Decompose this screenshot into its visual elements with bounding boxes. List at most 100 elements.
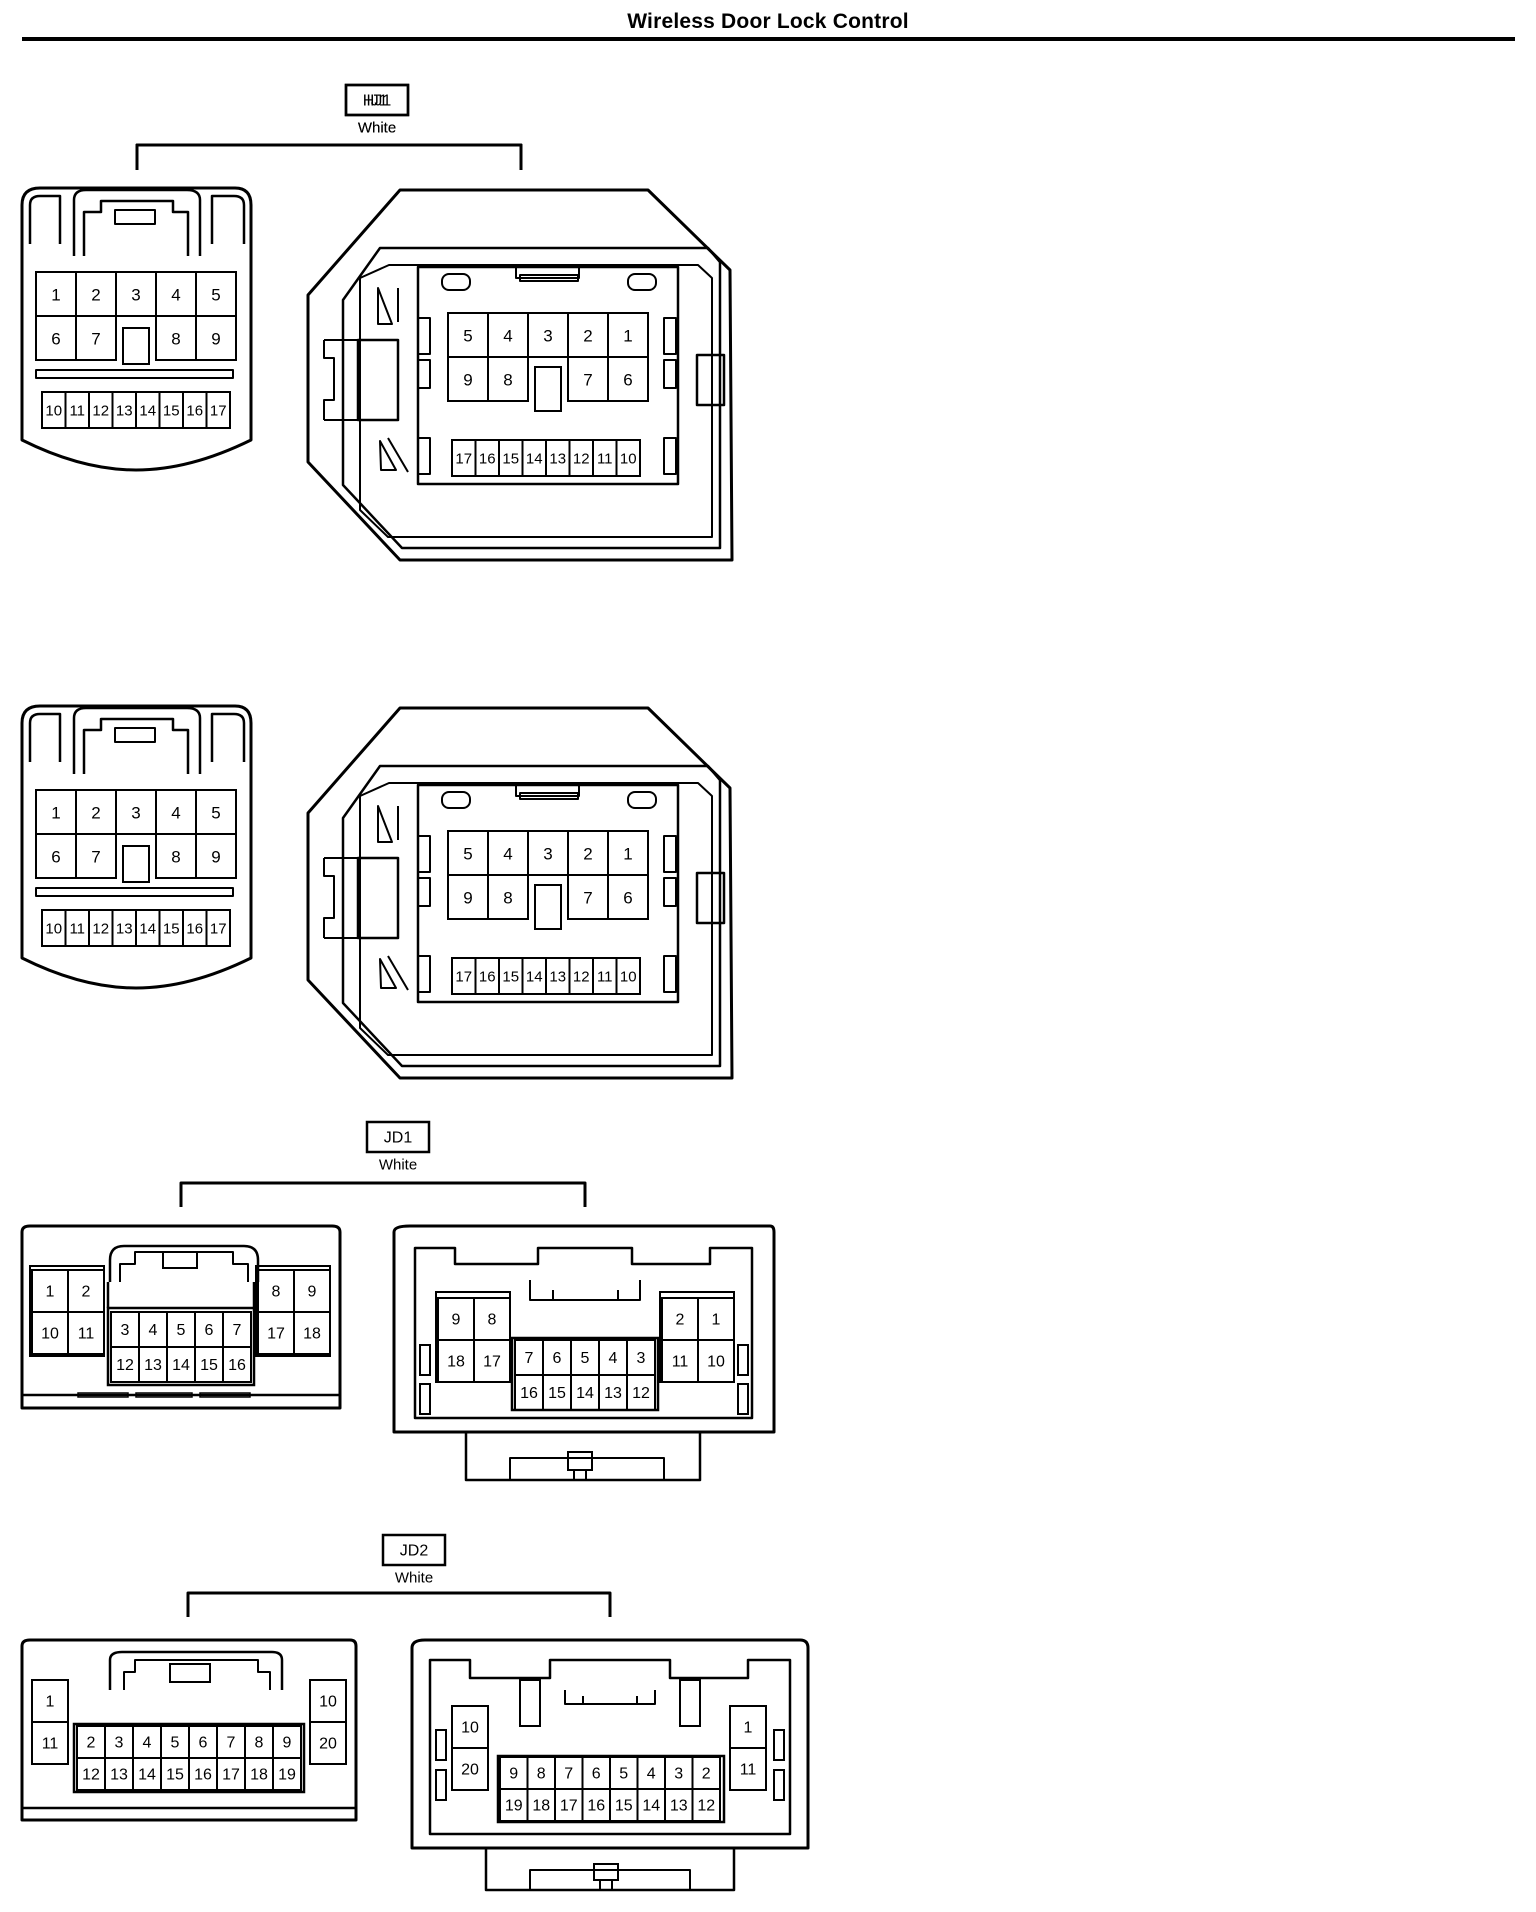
pin-cell: 13 <box>545 439 571 477</box>
pin-number: 13 <box>110 1767 128 1784</box>
connector-bracket <box>135 143 523 170</box>
pin-number: 11 <box>672 1354 689 1371</box>
pin-number: 11 <box>597 451 613 468</box>
pin-cell: 16 <box>182 391 208 429</box>
pin-number: 15 <box>200 1357 218 1374</box>
pin-number: 19 <box>278 1767 296 1784</box>
connector-color: White <box>395 1570 433 1587</box>
pin-cavity-blank <box>534 366 562 412</box>
pin-number: 17 <box>210 403 227 420</box>
pin-number: 3 <box>131 286 140 305</box>
pin-cell: 3 <box>104 1725 134 1759</box>
pin-cavity-blank <box>534 884 562 930</box>
pin-cell: 10 <box>41 391 67 429</box>
pin-number: 11 <box>78 1326 95 1343</box>
pin-cavity-blank <box>122 845 150 883</box>
pin-cell: 20 <box>451 1747 489 1791</box>
pin-number: 7 <box>525 1350 534 1367</box>
connector-color: White <box>358 120 396 137</box>
pin-number: 1 <box>712 1312 721 1329</box>
pin-number: 10 <box>620 969 637 986</box>
pin-cell: 14 <box>135 909 161 947</box>
connector-color: White <box>358 120 396 137</box>
pin-cell: 10 <box>615 439 641 477</box>
pin-cell: 4 <box>138 1311 168 1348</box>
pin-number: 13 <box>549 451 566 468</box>
pin-number: 5 <box>463 845 472 864</box>
pin-number: 17 <box>210 921 227 938</box>
pin-cell: 1 <box>697 1297 735 1341</box>
pin-number: 14 <box>139 921 156 938</box>
pin-number: 6 <box>199 1735 208 1752</box>
pin-number: 15 <box>163 921 180 938</box>
pin-cell: 4 <box>132 1725 162 1759</box>
pin-number: 4 <box>171 804 180 823</box>
pin-number: 3 <box>121 1322 130 1339</box>
pin-cell: 3 <box>527 312 569 358</box>
pin-number: 12 <box>573 969 590 986</box>
pin-number: 5 <box>171 1735 180 1752</box>
pin-number: 15 <box>502 969 519 986</box>
pin-number: 7 <box>233 1322 242 1339</box>
pin-number: 13 <box>549 969 566 986</box>
pin-cell: 19 <box>272 1757 302 1791</box>
pin-cell: 20 <box>309 1721 347 1765</box>
pin-cell: 9 <box>447 874 489 920</box>
pin-number: 18 <box>447 1354 465 1371</box>
pin-cell: 16 <box>474 439 500 477</box>
pin-number: 2 <box>91 804 100 823</box>
pin-cell: 13 <box>111 909 137 947</box>
pin-cell: 5 <box>447 830 489 876</box>
pin-cell: 18 <box>244 1757 274 1791</box>
connector-bracket <box>135 143 523 170</box>
connector-bracket <box>186 1591 612 1617</box>
pin-cell: 7 <box>222 1311 252 1348</box>
pin-cell: 13 <box>545 957 571 995</box>
pin-number: 9 <box>211 848 220 867</box>
pin-number: 1 <box>623 327 632 346</box>
pin-number: 12 <box>92 403 109 420</box>
pin-number: 5 <box>211 804 220 823</box>
pin-number: 15 <box>163 403 180 420</box>
pin-number: 5 <box>177 1322 186 1339</box>
pin-cell: 18 <box>293 1311 331 1355</box>
pin-number: 8 <box>171 848 180 867</box>
pin-number: 20 <box>319 1736 337 1753</box>
pin-cell: 14 <box>521 439 547 477</box>
pin-cell: 10 <box>309 1679 347 1723</box>
pin-cell: 16 <box>474 957 500 995</box>
title-rule <box>22 37 1515 41</box>
pin-number: 14 <box>526 451 543 468</box>
pin-number: 7 <box>583 889 592 908</box>
pin-number: 15 <box>615 1798 633 1815</box>
pin-number: 8 <box>272 1284 281 1301</box>
pin-cell: 12 <box>568 957 594 995</box>
pin-cell: 19 <box>499 1788 529 1822</box>
connector-id: JD2 <box>400 1543 429 1560</box>
pin-number: 10 <box>461 1720 479 1737</box>
pin-cell: 9 <box>195 315 237 361</box>
pin-number: 11 <box>597 969 613 986</box>
pin-number: 12 <box>82 1767 100 1784</box>
pin-cell: 14 <box>166 1346 196 1383</box>
pin-number: 18 <box>303 1326 321 1343</box>
pin-number: 5 <box>211 286 220 305</box>
pin-number: 14 <box>526 969 543 986</box>
pin-number: 8 <box>503 889 512 908</box>
pin-cell: 7 <box>216 1725 246 1759</box>
pin-number: 11 <box>69 921 85 938</box>
pin-cell: 13 <box>104 1757 134 1791</box>
pin-number: 10 <box>41 1326 59 1343</box>
pin-number: 9 <box>211 330 220 349</box>
pin-number: 1 <box>46 1284 55 1301</box>
pin-number: 10 <box>620 451 637 468</box>
pin-cell: 11 <box>592 439 618 477</box>
